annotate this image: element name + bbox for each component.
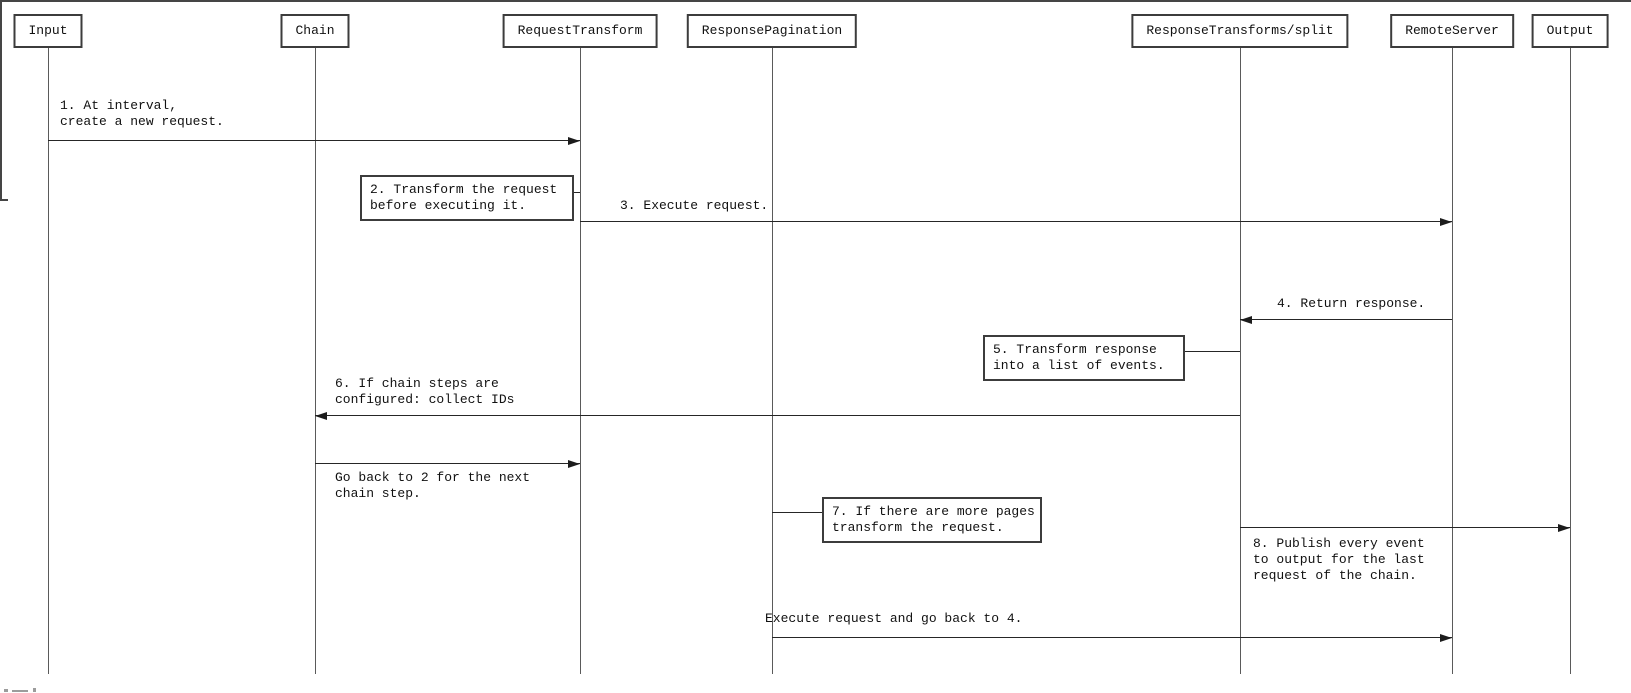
lifeline-input — [48, 48, 49, 674]
arrowhead-right-icon — [1440, 633, 1452, 642]
page-left-border — [0, 0, 2, 201]
lifeline-response-pagination — [772, 48, 773, 674]
lifeline-output — [1570, 48, 1571, 674]
label-line: 7. If there are more pages — [832, 504, 1035, 519]
note-connector-step-7 — [772, 512, 822, 513]
label-line: 8. Publish every event — [1253, 536, 1425, 551]
lifeline-remote-server — [1452, 48, 1453, 674]
participant-label: ResponseTransforms/split — [1146, 23, 1334, 38]
lifeline-chain — [315, 48, 316, 674]
participant-label: Output — [1546, 23, 1594, 38]
label-line: 2. Transform the request — [370, 182, 558, 197]
participant-response-transforms-split: ResponseTransforms/split — [1131, 14, 1349, 48]
label-line: 6. If chain steps are — [335, 376, 499, 391]
message-label-1: 1. At interval,create a new request. — [60, 98, 224, 130]
page-left-border-tick — [0, 199, 8, 201]
label-line: to output for the last — [1253, 552, 1425, 567]
arrowhead-right-icon — [1440, 217, 1452, 226]
label-line: 3. Execute request. — [620, 198, 769, 213]
label-line: configured: collect IDs — [335, 392, 515, 407]
label-line: into a list of events. — [993, 358, 1165, 373]
label-line: 4. Return response. — [1277, 296, 1426, 311]
message-line-7 — [772, 637, 1452, 638]
label-line: Execute request and go back to 4. — [765, 611, 1023, 626]
participant-request-transform: RequestTransform — [502, 14, 658, 48]
arrowhead-right-icon — [568, 136, 580, 145]
participant-remote-server: RemoteServer — [1390, 14, 1514, 48]
note-connector-step-2 — [572, 192, 580, 193]
cropped-text-artifact — [4, 689, 8, 692]
message-line-2 — [580, 221, 1452, 222]
participant-label: Input — [28, 23, 68, 38]
participant-label: RequestTransform — [517, 23, 643, 38]
label-line: transform the request. — [832, 520, 1004, 535]
arrowhead-left-icon — [315, 411, 327, 420]
message-line-3 — [1240, 319, 1452, 320]
lifeline-response-transforms-split — [1240, 48, 1241, 674]
participant-label: ResponsePagination — [701, 23, 843, 38]
participant-output: Output — [1531, 14, 1609, 48]
label-line: 5. Transform response — [993, 342, 1157, 357]
participant-input: Input — [13, 14, 83, 48]
message-label-2: 3. Execute request. — [620, 198, 768, 214]
arrowhead-right-icon — [1558, 523, 1570, 532]
label-line: create a new request. — [60, 114, 224, 129]
participant-label: Chain — [295, 23, 335, 38]
message-line-6 — [1240, 527, 1570, 528]
message-label-3: 4. Return response. — [1277, 296, 1425, 312]
arrowhead-left-icon — [1240, 315, 1252, 324]
message-line-4 — [315, 415, 1240, 416]
participant-chain: Chain — [280, 14, 350, 48]
label-line: Go back to 2 for the next — [335, 470, 531, 485]
lifeline-request-transform — [580, 48, 581, 674]
note-connector-step-5 — [1183, 351, 1240, 352]
arrowhead-right-icon — [568, 459, 580, 468]
cropped-text-artifact — [33, 688, 36, 692]
cropped-text-artifact — [12, 690, 28, 692]
message-line-1 — [48, 140, 580, 141]
message-label-7: Execute request and go back to 4. — [765, 611, 1022, 627]
label-line: request of the chain. — [1253, 568, 1417, 583]
label-line: chain step. — [335, 486, 421, 501]
message-line-5 — [315, 463, 580, 464]
label-line: 1. At interval, — [60, 98, 178, 113]
page-top-border — [0, 0, 1631, 2]
label-line: before executing it. — [370, 198, 527, 213]
participant-label: RemoteServer — [1405, 23, 1499, 38]
participant-response-pagination: ResponsePagination — [686, 14, 858, 48]
